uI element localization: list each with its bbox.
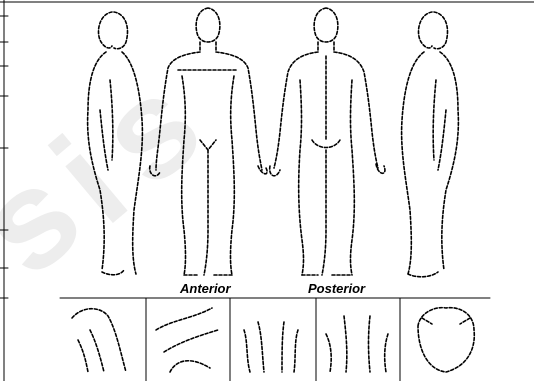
head-top-detail (418, 308, 474, 372)
foot-sole-detail (156, 308, 218, 372)
right-hand-detail (72, 309, 126, 372)
body-right-side-view (402, 12, 459, 277)
palms-detail (244, 322, 298, 372)
anterior-label: Anterior (180, 282, 231, 295)
body-back-view (270, 8, 385, 275)
posterior-label: Posterior (308, 282, 365, 295)
body-front-view (150, 8, 267, 275)
body-left-side-view (88, 12, 143, 275)
hands-back-detail (326, 316, 388, 372)
